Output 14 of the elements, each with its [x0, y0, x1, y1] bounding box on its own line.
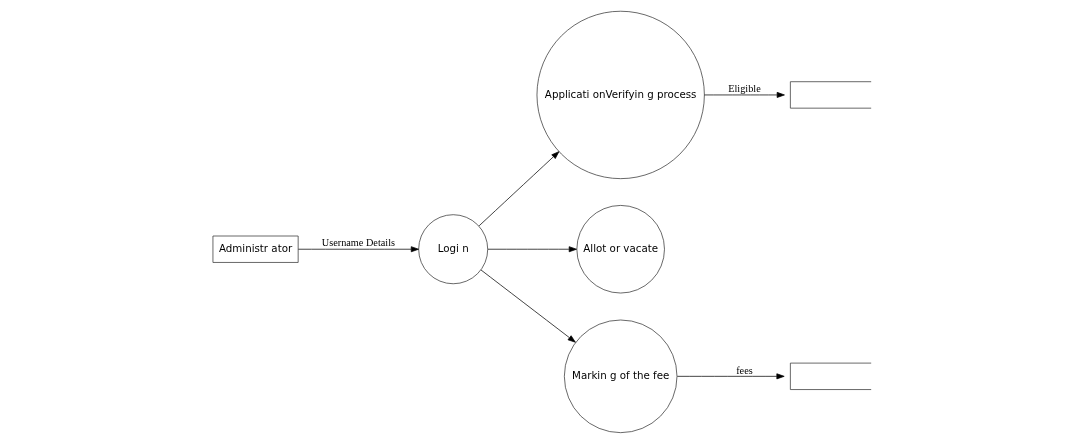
node-circle: Markin g of the fee: [563, 319, 677, 434]
arrow: [297, 246, 419, 253]
arrow: [703, 92, 785, 98]
node-box: Administr ator: [212, 235, 299, 263]
node-circle: Logi n: [417, 214, 488, 285]
arrow: [487, 246, 577, 253]
arrow: [676, 373, 785, 380]
edge-label: Eligible: [727, 83, 761, 95]
arrow: [478, 151, 559, 227]
node-circle: Applicati onVerifyin g process: [536, 10, 705, 179]
edge-label: fees: [735, 364, 753, 376]
node-circle: Allot or vacate: [576, 205, 665, 294]
edge-label: Username Details: [321, 237, 395, 249]
arrow: [480, 269, 576, 343]
